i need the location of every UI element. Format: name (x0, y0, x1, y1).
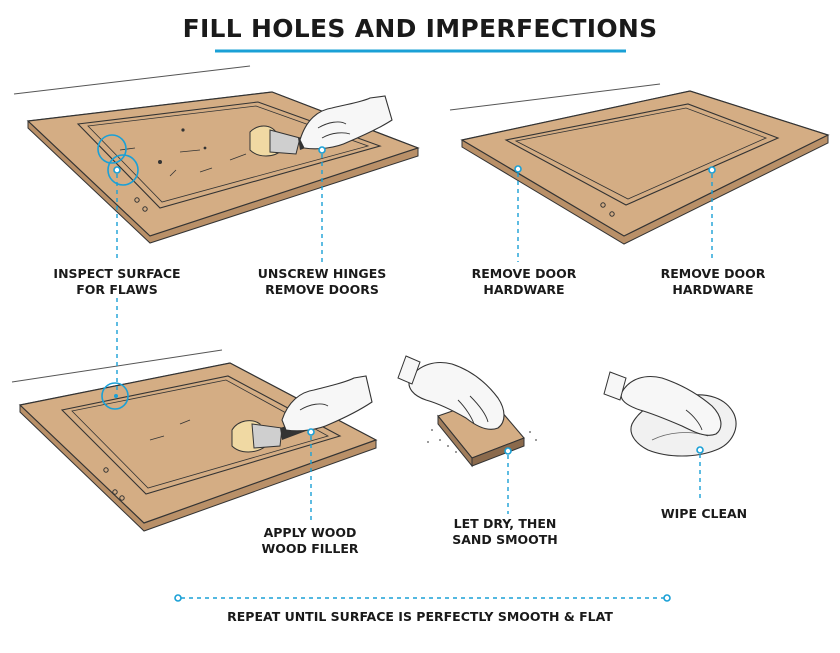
callout-dot (318, 146, 326, 154)
repeat-line-start (174, 594, 182, 602)
countertop-line (13, 65, 251, 95)
step-label-apply-filler: APPLY WOOD WOOD FILLER (261, 525, 359, 556)
step-label-wipe: WIPE CLEAN (660, 506, 748, 521)
countertop-line (449, 83, 661, 111)
callout-dot (307, 428, 315, 436)
step-label-unscrew: UNSCREW HINGES REMOVE DOORS (257, 266, 387, 297)
inspection-circle (97, 134, 127, 164)
inspection-dot (113, 166, 121, 174)
step-label-remove-hardware-1: REMOVE DOOR HARDWARE (471, 266, 577, 297)
inspection-dot (114, 394, 118, 398)
callout-dot (696, 446, 704, 454)
step-label-remove-hardware-2: REMOVE DOOR HARDWARE (660, 266, 766, 297)
callout-dot (514, 165, 522, 173)
repeat-instruction: REPEAT UNTIL SURFACE IS PERFECTLY SMOOTH… (227, 609, 613, 624)
callout-dot (708, 166, 716, 174)
step-label-sand: LET DRY, THEN SAND SMOOTH (452, 516, 558, 547)
inspection-circle (101, 382, 129, 410)
gloved-hand-icon (397, 355, 505, 430)
inspection-circle (107, 154, 139, 186)
page-title: FILL HOLES AND IMPERFECTIONS (182, 14, 658, 43)
step-label-inspect: INSPECT SURFACE FOR FLAWS (53, 266, 181, 297)
gloved-hand-icon (603, 371, 722, 436)
callout-dot (504, 447, 512, 455)
cabinet-door-icon (18, 362, 378, 532)
cabinet-door-icon (460, 90, 830, 245)
repeat-line-end (663, 594, 671, 602)
gloved-hand-icon (299, 95, 393, 150)
gloved-hand-icon (281, 375, 373, 432)
